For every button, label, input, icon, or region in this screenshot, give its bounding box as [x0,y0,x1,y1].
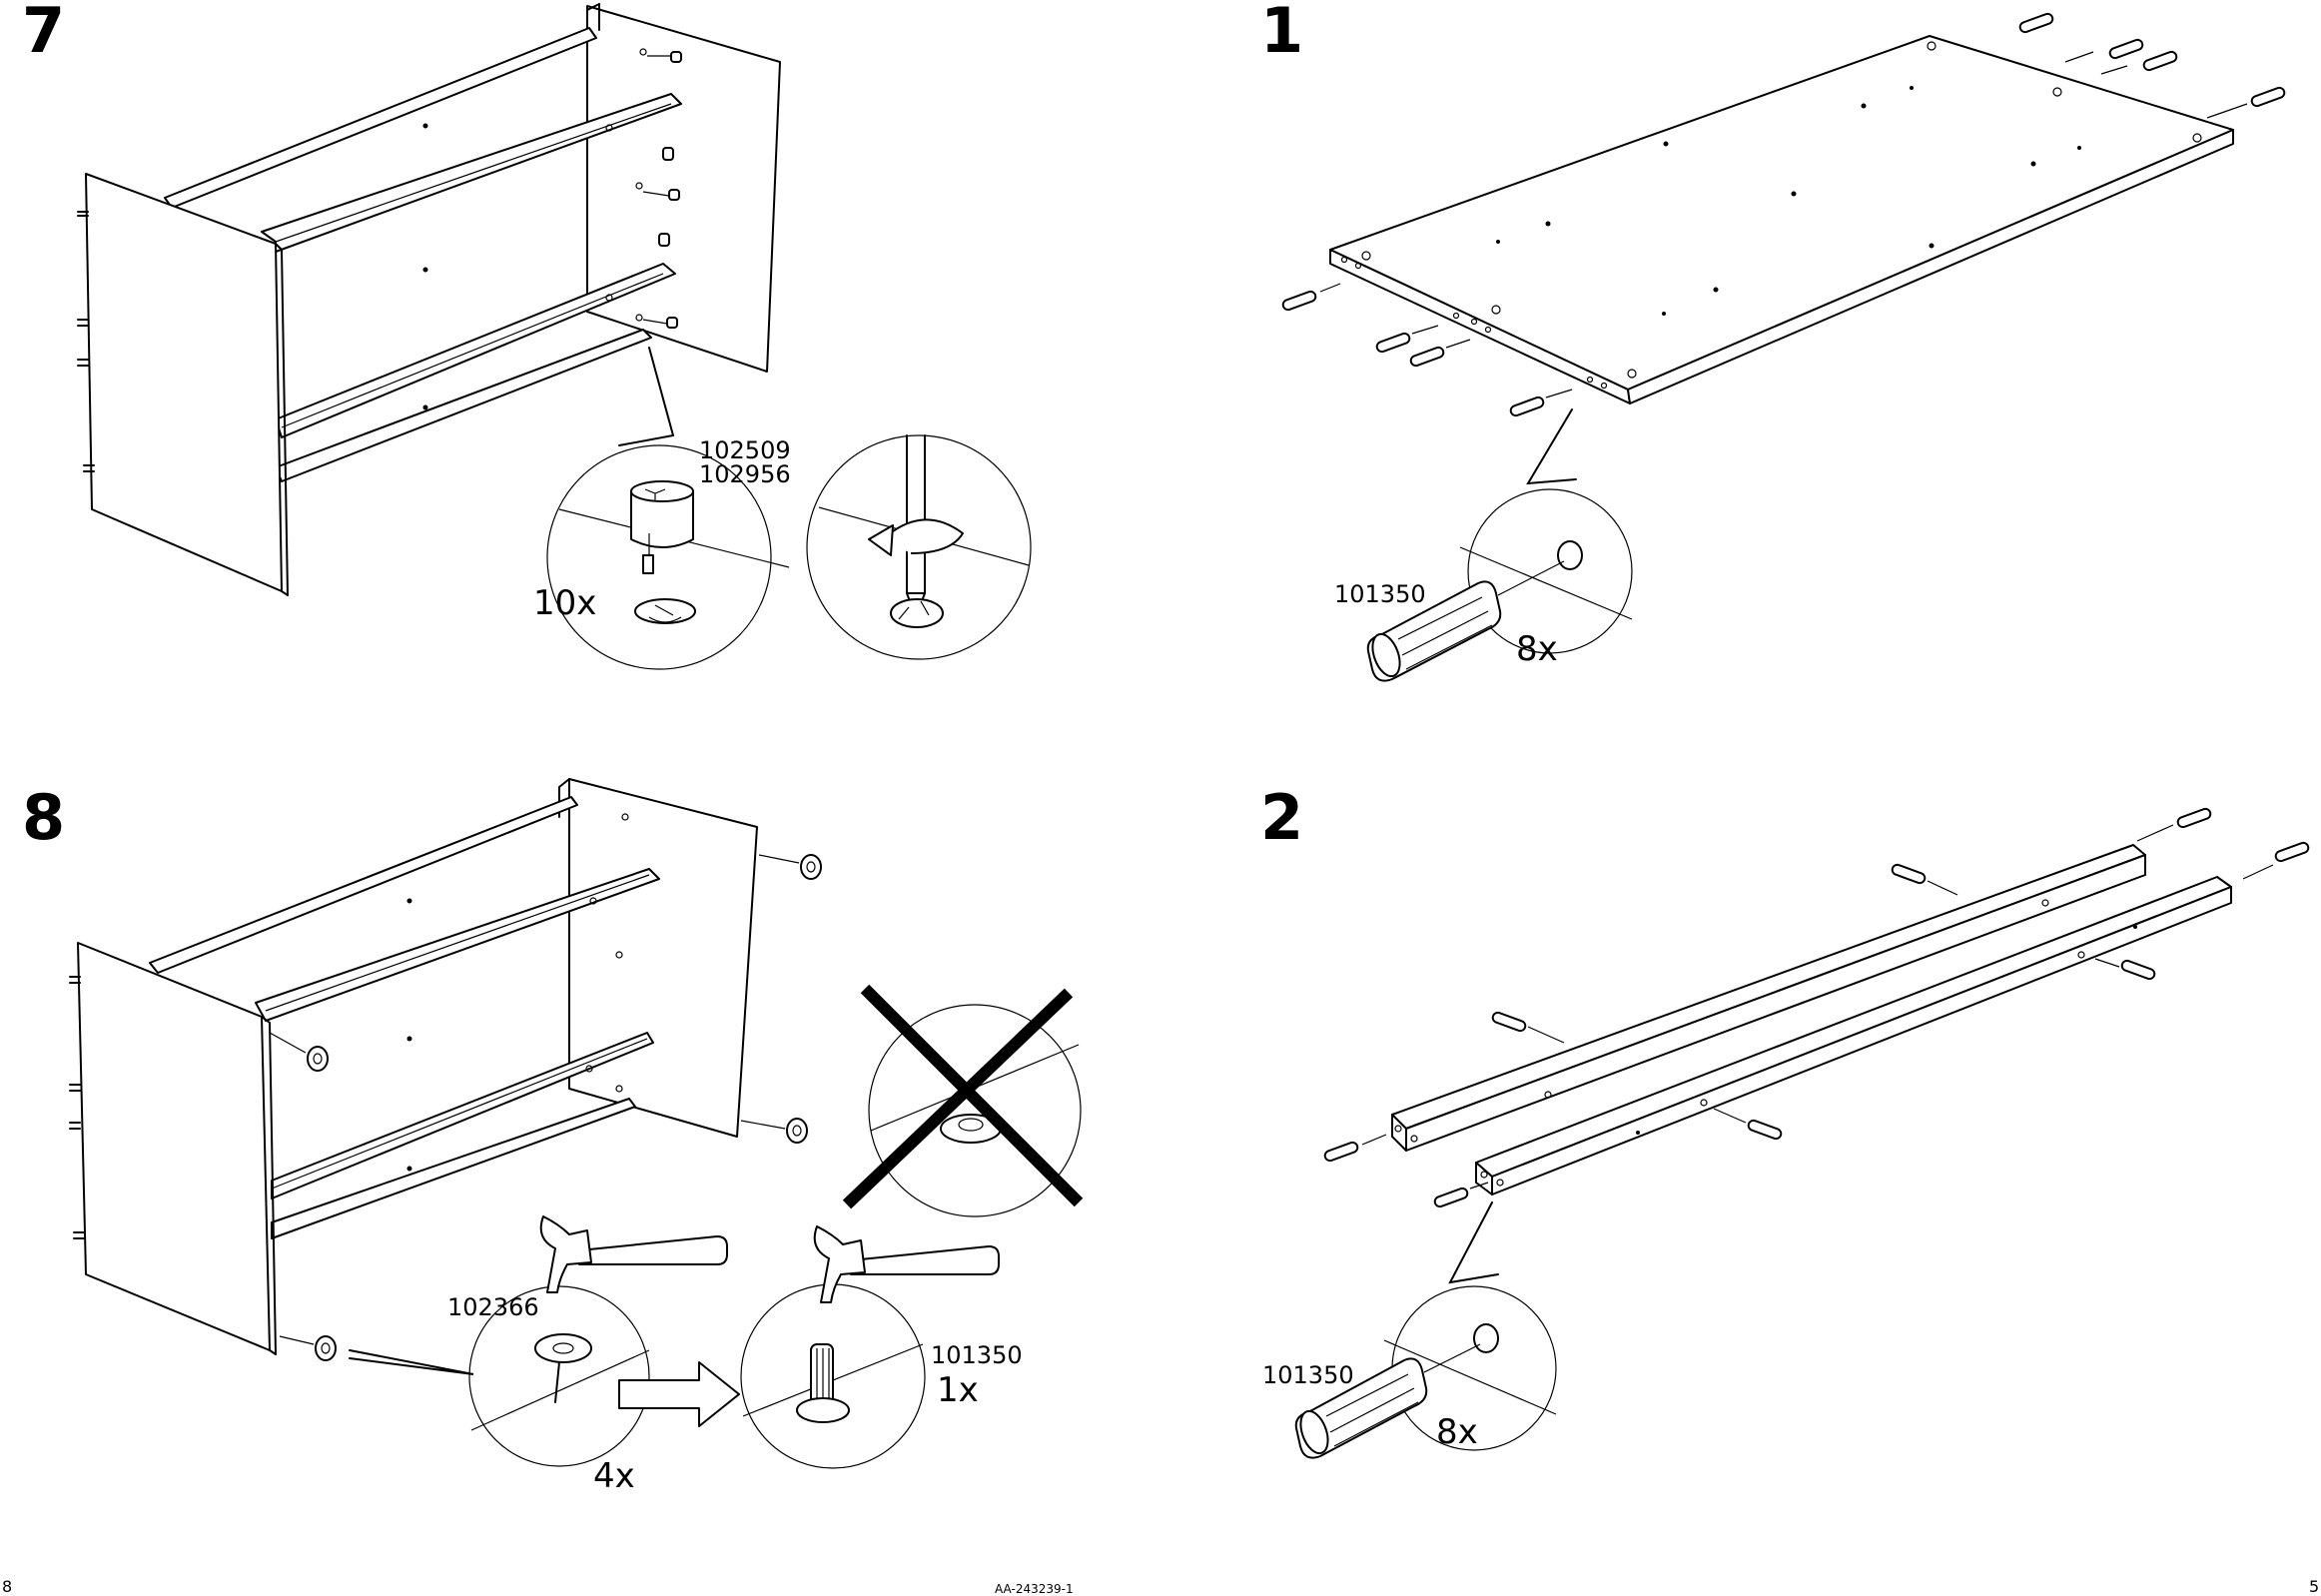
part-number-102956: 102956 [699,460,791,488]
dowel-group-step2 [1323,807,2309,1207]
right-arrow-icon [619,1362,739,1426]
step8-frame-drawing [70,779,1081,1468]
step-number-2: 2 [1260,781,1304,854]
step-number-8: 8 [22,781,66,854]
page-number-right: 5 [2309,1577,2320,1596]
x-cross-icon [847,989,1079,1204]
dowel-group-step1 [1281,12,2285,416]
part-number-102366: 102366 [447,1293,539,1321]
document-code: AA-243239-1 [995,1582,1074,1596]
quantity-label-step7: 10x [533,583,597,623]
part-number-101350-step8: 101350 [931,1341,1023,1369]
quantity-label-step8-glides: 4x [593,1456,635,1496]
step1-panel-drawing [1281,12,2285,680]
glide-group-step8 [308,855,821,1360]
step-number-7: 7 [22,0,66,67]
step7-frame-drawing [78,4,1031,669]
quantity-label-step2: 8x [1436,1412,1478,1452]
part-number-101350-step1: 101350 [1334,580,1426,608]
quantity-label-step1: 8x [1516,629,1558,669]
page-number-left: 8 [2,1577,13,1596]
part-number-102509: 102509 [699,436,791,464]
step-number-1: 1 [1260,0,1304,67]
part-number-101350-step2: 101350 [1262,1361,1354,1389]
quantity-label-step8-dowel: 1x [937,1370,979,1410]
step2-rails-drawing [1295,807,2309,1457]
rotate-arrow-icon [883,519,963,553]
